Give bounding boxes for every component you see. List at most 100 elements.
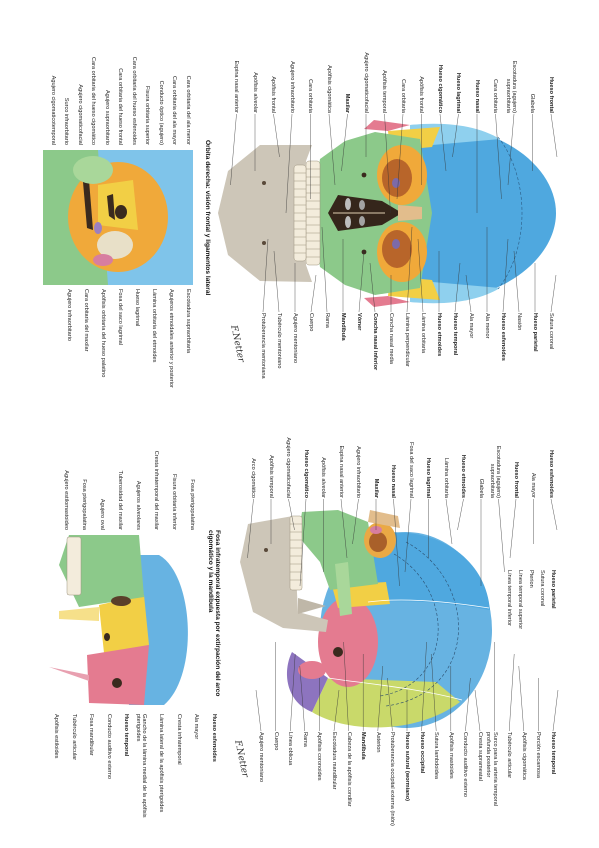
lateral-left-label-17: Arco cigomático [250,458,257,498]
frontal-bone-shape [368,532,490,610]
frontal-right-label-12: Vómer [356,313,362,331]
coronal-suture-line [367,599,490,609]
lambdoid-suture-line [327,677,463,701]
frontal-right-label-16: Agujero mentoniano [292,313,298,364]
lateral-right-label-1: Porción escamosa [535,732,542,779]
lateral-right-label-10: Hueso sutural (wormiano) [404,732,410,801]
leader-line [299,665,305,732]
nasal-bones-shape [398,205,422,221]
lateral-right-label-17: Rama [301,732,308,747]
orbit-inset: Órbita derecha: visión frontal y ligamen… [40,25,215,400]
frontal-left-label-11: Maxilar [344,93,351,113]
leader-line [513,250,520,313]
orbit-inset-left-label-4: Cara orbitaria del hueso esfenoides [131,56,137,145]
frontal-left-label-5: Hueso lagrimal [455,72,462,113]
infratemporal-inset-left-label-0: Fosa pterigopalatina [189,479,195,530]
infratemporal-inset-left-label-7: Agujero estilomastoideo [63,470,69,530]
infratemporal-inset-left-label-5: Agujero oval [99,498,105,530]
lateral-left-label-10: Maxilar [373,478,379,498]
leader-line [498,498,505,573]
orbit-superior-fissure [107,194,115,220]
orbit-palatine [94,222,102,234]
occipital-bone-shape [312,678,460,728]
infratemporal-inset-right-label-9: Apófisis estiloides [53,714,60,759]
leader-lines [247,498,559,732]
frontal-left-label-1: Glabela [529,93,536,113]
orbit-inset-left-label-9: Surco infraorbitario [63,97,70,145]
leader-line [369,262,376,313]
orbit-inset-right-label-4: Fosa del saco lagrimal [117,289,123,345]
lateral-left-label-3: Escotadura (agujero) supraorbitaria [489,445,502,498]
leader-line [457,498,464,531]
orbit-depth-shape [369,532,387,552]
lateral-left-label-7: Hueso lagrimal [425,457,432,498]
orbit-lacrimal [93,254,113,266]
mental-foramen-left [262,181,266,185]
inferior-concha-left [345,198,351,210]
zygomatic-arch-shape [335,562,352,616]
orbit-inset-right-label-0: Escotadura supraorbitaria [185,289,191,354]
frontal-left-label-9: Apófisis temporal [381,70,388,113]
leader-line [550,113,558,158]
mandible-shape [218,145,312,282]
lateral-left-label-4: Glabela [478,478,484,498]
inset-pterygoid-plate [59,607,99,621]
lateral-right-label-20: Agujero mentoniano [258,732,264,783]
maxilla-zygomatic-shape [298,510,378,590]
frontal-right-label-17: Tubérculo mentoniano [276,313,282,369]
leader-line [439,113,447,172]
skull-frontal-illustration [218,120,556,307]
orbit-zygomatic [73,156,113,184]
lateral-top-label-2: Pterion [528,570,534,588]
orbit-inset-left-label-0: Cara orbitaria del ala menor [185,75,191,145]
lateral-right-label-11: Protuberancia occipital externa (inión) [389,732,396,826]
leader-line [288,498,295,531]
infratemporal-inset-left-label-3: Agujeros alveolares [135,480,141,530]
lateral-left-label-14: Hueso cigomático [303,449,309,498]
frontal-right-label-1: Hueso parietal [532,313,538,352]
leader-line [230,113,237,186]
lower-teeth-lines [294,172,306,254]
frontal-right-label-6: Hueso temporal [452,313,458,356]
lateral-right-label-2: Apófisis cigomática [520,732,527,780]
skull-lateral-illustration [240,510,492,728]
frontal-left-label-7: Apófisis frontal [418,76,425,113]
leader-line [396,113,404,200]
inset-acoustic-meatus [112,678,122,688]
leader-line [417,238,424,313]
orbit-illustration [43,150,193,285]
leader-line [421,641,427,732]
frontal-left-label-12: Apófisis cigomática [326,65,332,113]
frontal-left-label-17: Espina nasal anterior [233,60,240,113]
frontal-left-label-2: Escotadura (agujero) supraorbitaria [504,60,517,113]
leader-line [552,689,559,732]
infratemporal-inset-right-label-8: Tubérculo articular [71,714,77,761]
frontal-right-label-7: Hueso etmoides [436,313,442,357]
leader-line [343,641,349,732]
infraorbital-foramen-left [361,172,367,178]
frontal-left-label-14: Agujero infraorbitario [289,61,295,113]
lateral-left-label-13: Apófisis alveolar [320,457,327,498]
leader-line [518,665,524,732]
leader-line [509,653,515,732]
infratemporal-illustration [49,535,188,705]
lateral-left-label-6: Lámina orbitaria [443,457,449,498]
orbit-inset-left-label-7: Cara orbitaria del hueso cigomático [90,57,97,145]
infratemporal-fossa-inset: Fosa infratemporal expuesta por extirpac… [40,410,225,830]
frontal-right-label-18: Protuberancia mentoniana [260,313,266,379]
orbit-inset-left-label-1: Cara orbitaria del ala mayor [171,75,178,145]
lateral-top-label-1: Sutura coronal [539,570,545,607]
inset-foramen-ovale [104,633,110,641]
frontal-left-label-10: Agujero cigomaticofacial [363,52,369,113]
inferior-concha-right [345,216,351,228]
leader-line [352,498,359,545]
leader-line [340,498,348,559]
lateral-top-label-3: Línea temporal superior [517,570,523,630]
leader-line [290,653,296,732]
frontal-left-label-16: Apófisis alveolar [252,72,258,113]
orbit-inset-left-label-5: Cara orbitaria del hueso frontal [117,68,124,145]
